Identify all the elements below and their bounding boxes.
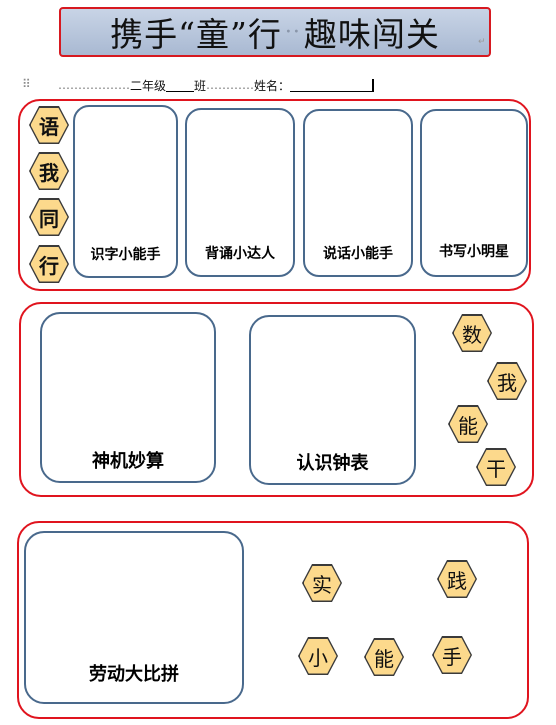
card-clock: 认识钟表 xyxy=(249,315,416,485)
card-label: 劳动大比拼 xyxy=(89,664,179,685)
name-label: 姓名： xyxy=(254,78,291,93)
card-labor: 劳动大比拼 xyxy=(24,531,244,704)
card-calculation: 神机妙算 xyxy=(40,312,216,483)
card-label: 认识钟表 xyxy=(296,453,369,474)
card-label: 背诵小达人 xyxy=(205,246,275,262)
title-right: 趣味闯关 xyxy=(303,15,440,54)
card-label: 识字小能手 xyxy=(90,247,161,263)
card-label: 说话小能手 xyxy=(323,246,393,262)
dot-leader: ………… xyxy=(206,78,255,92)
card-speaking: 说话小能手 xyxy=(303,109,413,277)
paragraph-mark: ↵ xyxy=(478,37,486,47)
card-writing: 书写小明星 xyxy=(420,109,528,277)
dot-leader: ……………… xyxy=(58,78,130,92)
section-chinese xyxy=(18,99,531,291)
section-labor xyxy=(17,521,529,719)
title-left: 携手“童”行 xyxy=(110,15,282,54)
card-recitation: 背诵小达人 xyxy=(185,108,295,277)
drag-handle-icon[interactable]: ⠿ xyxy=(22,77,31,91)
section-math xyxy=(19,302,534,497)
title-dots: ·· xyxy=(284,19,301,45)
class-blank[interactable] xyxy=(166,79,195,92)
card-label: 书写小明星 xyxy=(439,244,509,260)
page-title: 携手“童”行 ·· 趣味闯关 xyxy=(59,7,491,57)
grade-label: 二年级 xyxy=(130,78,167,93)
info-line: ……………… 二年级 班 ………… 姓名： xyxy=(58,76,478,94)
card-label: 神机妙算 xyxy=(92,451,164,472)
card-literacy: 识字小能手 xyxy=(73,105,178,278)
class-label: 班 xyxy=(194,78,207,93)
name-field[interactable] xyxy=(290,78,375,92)
